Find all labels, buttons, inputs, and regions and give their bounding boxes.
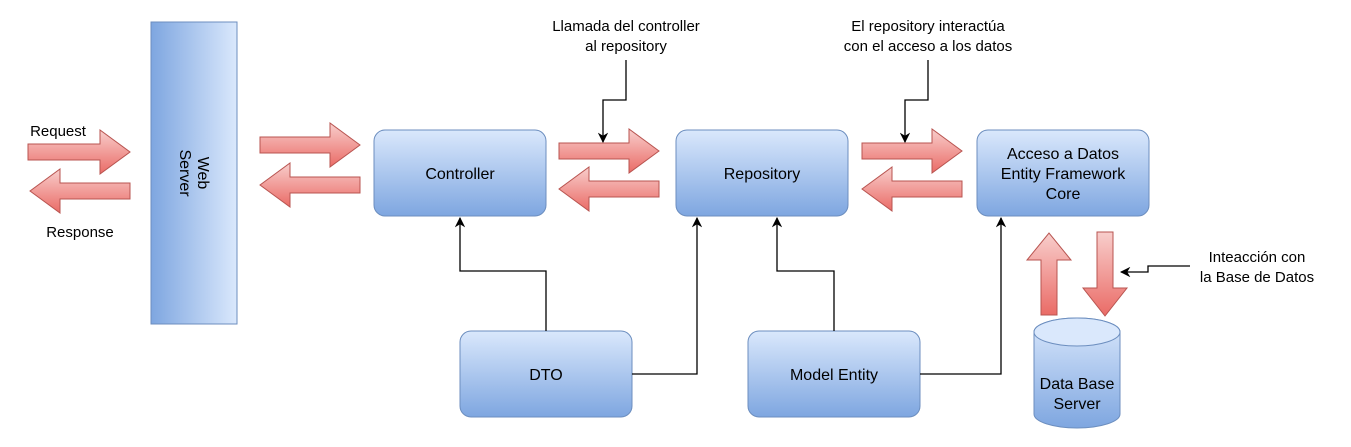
acceso-label-line2: Entity Framework xyxy=(1001,166,1126,183)
controller-to-repository-arrow xyxy=(558,128,660,174)
llamada-label-line2: al repository xyxy=(585,38,667,55)
dto-to-repository-connector xyxy=(632,216,703,375)
request-label: Request xyxy=(30,123,87,140)
model-entity-to-acceso-connector xyxy=(920,216,1007,375)
llamada-callout-connector xyxy=(597,60,627,144)
web-server-label-line1: Web xyxy=(194,157,211,190)
dto-box: DTO xyxy=(459,330,633,418)
repository-to-acceso-arrow xyxy=(861,128,963,174)
repository-to-controller-arrow xyxy=(558,166,660,212)
web-server-label-line2: Server xyxy=(176,149,193,197)
controller-box: Controller xyxy=(373,129,547,217)
acceso-label-line1: Acceso a Datos xyxy=(1007,146,1119,163)
repository-box: Repository xyxy=(675,129,849,217)
server-to-controller-arrow xyxy=(259,122,361,168)
response-arrow xyxy=(29,168,131,214)
response-label: Response xyxy=(46,224,114,241)
request-arrow xyxy=(27,129,131,175)
db-interaction-callout-connector xyxy=(1119,265,1190,278)
acceso-to-db-arrow xyxy=(1081,231,1129,317)
llamada-label-line1: Llamada del controller xyxy=(552,18,700,35)
db-interaction-label-line2: la Base de Datos xyxy=(1200,269,1314,286)
model-entity-box: Model Entity xyxy=(747,330,921,418)
db-interaction-label-line1: Inteacción con xyxy=(1209,249,1306,266)
acceso-datos-box: Acceso a Datos Entity Framework Core xyxy=(976,129,1150,217)
repository-label: Repository xyxy=(724,166,800,183)
db-to-acceso-arrow xyxy=(1025,232,1073,316)
dto-to-controller-connector xyxy=(454,216,547,331)
model-entity-to-repository-connector xyxy=(771,216,835,331)
model-entity-label: Model Entity xyxy=(790,367,878,384)
acceso-to-repository-arrow xyxy=(861,166,963,212)
repo-interact-callout-connector xyxy=(899,60,929,144)
repo-interact-label-line2: con el acceso a los datos xyxy=(844,38,1012,55)
database-label-line2: Server xyxy=(1053,396,1101,413)
controller-label: Controller xyxy=(425,166,495,183)
web-server: Web Server xyxy=(150,21,238,325)
database-label-line1: Data Base xyxy=(1040,376,1115,393)
acceso-label-line3: Core xyxy=(1046,186,1081,203)
repo-interact-label-line1: El repository interactúa xyxy=(851,18,1005,35)
database-cylinder: Data Base Server xyxy=(1033,317,1121,429)
dto-label: DTO xyxy=(529,367,562,384)
controller-to-server-arrow xyxy=(259,162,361,208)
